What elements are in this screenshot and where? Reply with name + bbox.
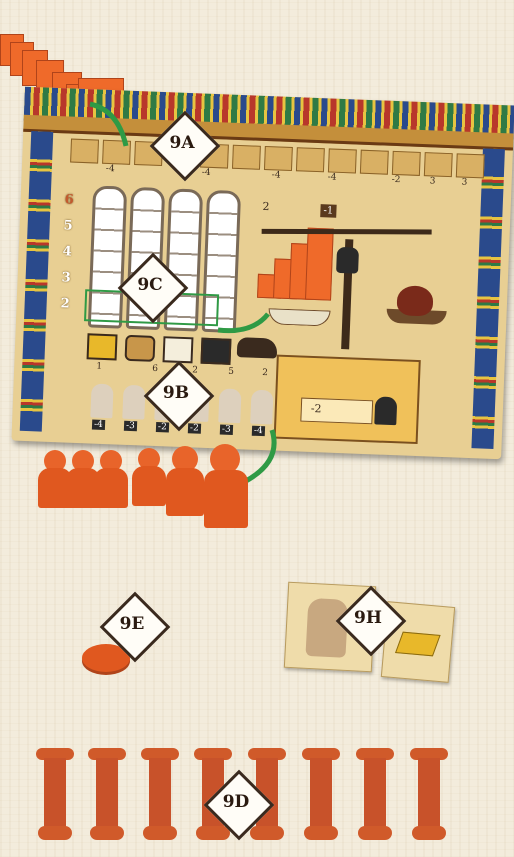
worker-piece[interactable] [204,444,248,528]
arrow-icon [218,314,268,331]
worker-piece[interactable] [166,446,204,516]
worker-piece[interactable] [94,450,128,508]
label-9b: 9B [146,383,206,403]
worker-group [36,438,256,538]
label-9c: 9C [120,275,180,295]
pillar-piece[interactable] [88,748,126,840]
label-9h: 9H [338,608,398,628]
pillar-piece[interactable] [356,748,394,840]
label-9a: 9A [152,133,212,153]
gold-bar-icon [395,632,441,657]
worker-piece[interactable] [132,448,166,506]
label-9e: 9E [102,614,162,634]
pillar-piece[interactable] [302,748,340,840]
pillar-piece[interactable] [410,748,448,840]
pillar-piece[interactable] [141,748,179,840]
arrow-icon [90,104,126,146]
pillar-piece[interactable] [36,748,74,840]
label-9d: 9D [206,792,266,812]
